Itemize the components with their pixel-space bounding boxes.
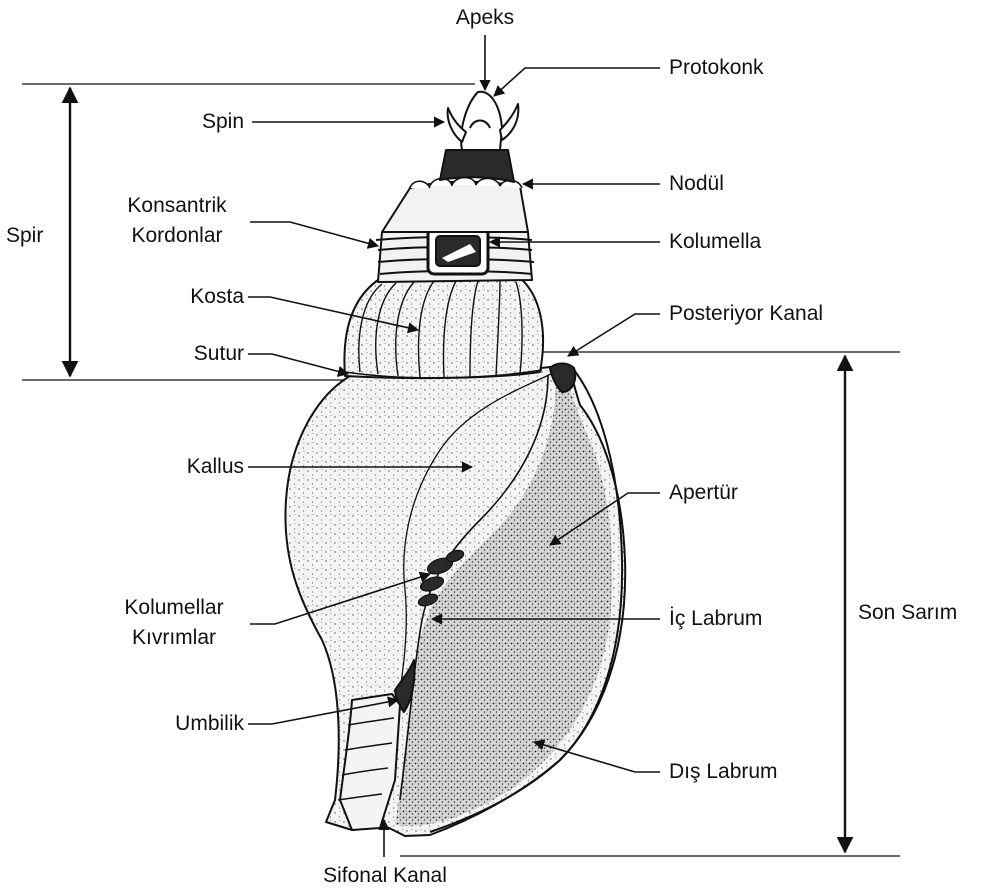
label-apeks: Apeks (436, 6, 534, 30)
protokonk-arrow (494, 68, 660, 96)
label-sifonal-kanal: Sifonal Kanal (290, 864, 480, 888)
label-kolumellar-line1: Kolumellar (100, 596, 248, 620)
konsantrik-arrow (250, 222, 378, 246)
label-umbilik: Umbilik (140, 712, 244, 736)
sutur-arrow (248, 354, 348, 374)
label-nodul: Nodül (669, 172, 724, 196)
label-konsantrik-line2: Kordonlar (104, 224, 250, 248)
label-son-sarim: Son Sarım (858, 601, 957, 625)
label-kosta: Kosta (140, 285, 244, 309)
label-protokonk: Protokonk (669, 56, 764, 80)
label-sutur: Sutur (140, 342, 244, 366)
posteriyor-arrow (568, 314, 660, 356)
label-ic-labrum: İç Labrum (669, 607, 762, 631)
label-spir: Spir (6, 224, 43, 248)
noduled-whorl (382, 182, 528, 232)
label-posteriyor-kanal: Posteriyor Kanal (669, 302, 823, 326)
label-kolumella: Kolumella (669, 230, 761, 254)
label-kallus: Kallus (140, 455, 244, 479)
upper-whorl (440, 150, 514, 182)
shell-illustration (285, 92, 625, 836)
label-spin: Spin (140, 110, 244, 134)
label-konsantrik-line1: Konsantrik (104, 194, 250, 218)
label-apertur: Apertür (669, 481, 738, 505)
label-kolumellar-line2: Kıvrımlar (100, 626, 248, 650)
label-dis-labrum: Dış Labrum (669, 760, 778, 784)
